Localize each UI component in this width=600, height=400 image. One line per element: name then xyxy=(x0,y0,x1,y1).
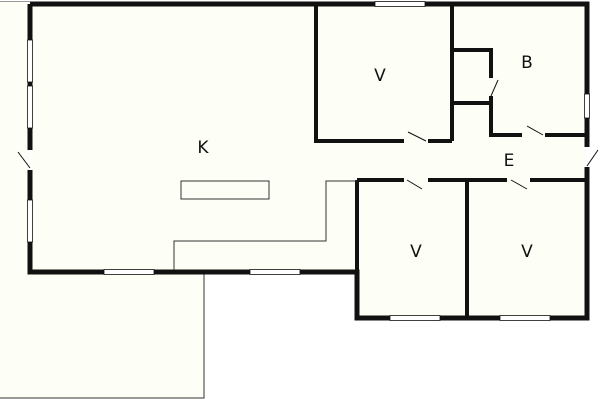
interior-floor xyxy=(32,4,585,316)
room-label-entrance: E xyxy=(504,151,515,171)
kitchen-counter xyxy=(180,180,270,200)
room-label-kitchen: K xyxy=(197,138,209,158)
interior-walls xyxy=(314,4,585,316)
room-label-bedroom-bottom-right: V xyxy=(521,242,533,262)
room-label-bedroom-bottom-left: V xyxy=(410,242,422,262)
kitchen-partition xyxy=(173,180,357,270)
room-label-bathroom: B xyxy=(521,53,533,73)
room-label-bedroom-top: V xyxy=(374,66,386,86)
doors xyxy=(17,78,599,190)
windows xyxy=(27,1,590,321)
room-labels: K V B E V V xyxy=(197,53,533,262)
